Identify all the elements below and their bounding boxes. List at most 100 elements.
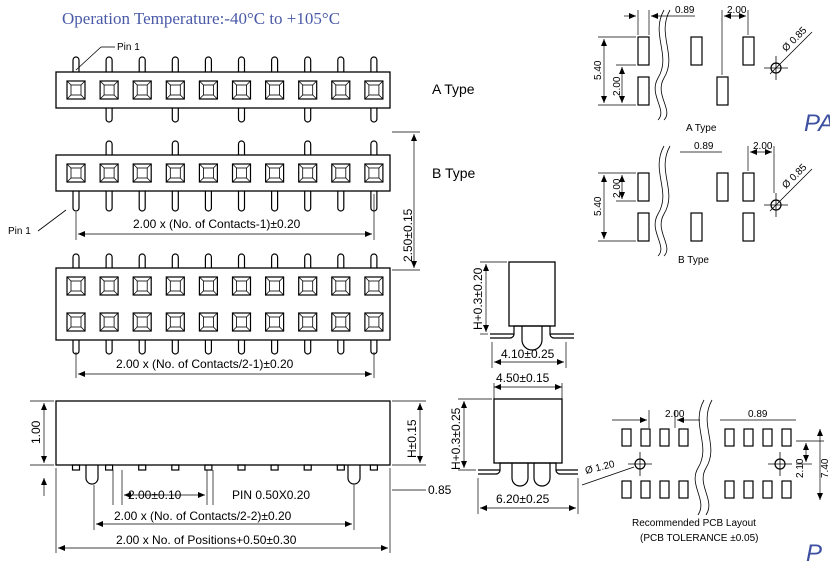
side-dim-pin: PIN 0.50X0.20 — [232, 488, 310, 502]
b-pin1-leader — [37, 209, 67, 232]
pcb-b-d200v: 2.00 — [612, 178, 623, 198]
pcb-pad — [762, 428, 773, 447]
pin-tab — [138, 464, 147, 471]
pcb-b-d089: 0.89 — [694, 141, 714, 152]
pcb-pad — [724, 480, 735, 499]
pin — [72, 56, 80, 72]
pin — [304, 253, 312, 268]
pcb-pad — [781, 428, 792, 447]
pin — [138, 253, 146, 268]
socket-contact — [165, 312, 185, 332]
profile-single-dim-h: H+0.3±0.20 — [471, 267, 485, 330]
pin-tab — [369, 464, 378, 471]
pin — [171, 253, 179, 268]
a-type-label: A Type — [432, 81, 475, 97]
pin — [204, 191, 212, 212]
pin — [337, 56, 345, 72]
a-pin1-leader — [75, 46, 102, 71]
pcb-pad — [659, 480, 670, 499]
pcb-dual-hole-label: Ø 1.20 — [584, 459, 616, 477]
profile-dual-body — [493, 398, 563, 464]
pcb-pad — [678, 480, 689, 499]
socket-contact — [364, 312, 384, 332]
b-type-housing — [55, 154, 391, 192]
pin — [370, 56, 378, 72]
pcb-pad — [621, 480, 632, 499]
a-type-pins — [72, 56, 378, 123]
b-dim-height: 2.50±0.15 — [401, 208, 415, 262]
pcb-pad — [678, 428, 689, 447]
socket-contact — [99, 276, 119, 296]
pcb-dual-tolerance: (PCB TOLERANCE ±0.05) — [640, 533, 759, 544]
pcb-a-label: A Type — [686, 123, 717, 134]
pin — [72, 253, 80, 268]
pin — [304, 140, 312, 155]
pin-tab — [204, 464, 213, 471]
pin — [370, 253, 378, 268]
pin — [105, 56, 113, 72]
dual-row-housing — [55, 267, 391, 341]
side-dim-h: H±0.15 — [405, 419, 419, 458]
socket-contact — [198, 80, 218, 100]
socket-contact — [132, 312, 152, 332]
pcb-dual-d200: 2.00 — [665, 409, 685, 420]
pcb-dual-caption: Recommended PCB Layout — [632, 518, 756, 529]
pin — [237, 56, 246, 72]
pin — [171, 140, 179, 155]
pcb-b-d200: 2.00 — [753, 141, 773, 152]
pin — [337, 253, 345, 268]
pcb-pad — [743, 480, 754, 499]
side-view: 1.00 H±0.15 0.85 2.00±0.10 PIN 0.50X0.20… — [29, 400, 452, 553]
pcb-a-d089: 0.89 — [675, 5, 695, 16]
pcb-a-d540: 5.40 — [593, 60, 604, 80]
pin — [138, 56, 146, 72]
socket-contact — [265, 312, 285, 332]
socket-contact — [198, 163, 218, 183]
pin — [370, 108, 378, 123]
pin — [337, 191, 345, 212]
pcb-pad — [640, 428, 651, 447]
socket-contact — [99, 80, 119, 100]
profile-dual-dim-w: 6.20±0.25 — [496, 492, 550, 506]
pcb-layout-b: Ø 0.85 0.89 2.00 5.40 2.00 B Type — [593, 141, 813, 266]
pcb-dual-d740: 7.40 — [820, 458, 830, 478]
b-type-label: B Type — [432, 165, 476, 181]
pin — [204, 56, 212, 72]
pcb-a-hole-label: Ø 0.85 — [780, 25, 809, 54]
profile-dual-dim-top: 4.50±0.15 — [496, 371, 550, 385]
socket-contact — [66, 276, 86, 296]
pin — [72, 340, 80, 355]
socket-contact — [298, 163, 318, 183]
pin — [271, 56, 279, 72]
socket-contact — [198, 312, 218, 332]
profile-single: H+0.3±0.20 4.10±0.25 — [471, 261, 574, 368]
pcb-b-label: B Type — [678, 255, 709, 266]
pin — [171, 56, 179, 72]
socket-contact — [231, 312, 252, 332]
pin-tab — [270, 464, 279, 471]
socket-contact — [132, 163, 152, 183]
pin-tab — [303, 464, 312, 471]
socket-contact — [165, 276, 185, 296]
profile-dual-dim-h: H+0.3±0.25 — [449, 407, 463, 470]
socket-contact — [231, 276, 252, 296]
socket-contact — [364, 80, 384, 100]
socket-contact — [364, 163, 384, 183]
pin — [237, 108, 246, 123]
pin — [271, 340, 279, 355]
operation-temperature: Operation Temperature:-40°C to +105°C — [62, 9, 340, 28]
pin — [105, 191, 113, 212]
pin — [370, 340, 378, 355]
pin — [237, 191, 246, 212]
pin — [138, 191, 146, 212]
socket-contact — [165, 80, 185, 100]
pin — [304, 340, 312, 355]
socket-contact — [66, 312, 86, 332]
pcb-pad — [743, 428, 754, 447]
dual-row-view: 2.00 x (No. of Contacts/2-1)±0.20 — [55, 253, 391, 378]
socket-contact — [231, 80, 252, 100]
pin — [171, 340, 179, 355]
b-type-pins — [72, 140, 378, 212]
pin — [105, 108, 113, 123]
